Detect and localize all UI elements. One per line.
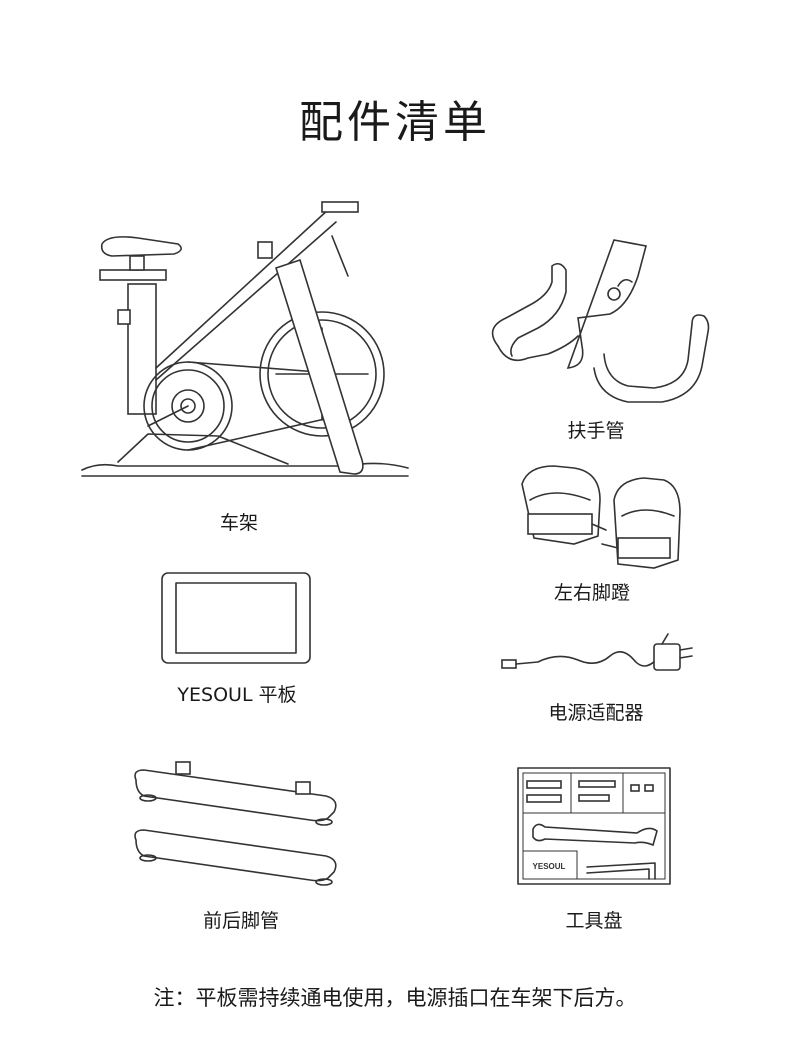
handlebar-label: 扶手管: [567, 420, 625, 442]
pedals-label: 左右脚蹬: [553, 582, 630, 604]
toolkit-label: 工具盘: [565, 910, 623, 932]
toolkit-logo: YESOUL: [533, 862, 566, 871]
frame-label: 车架: [219, 512, 258, 534]
tool-tray-illustration: YESOUL: [517, 767, 671, 885]
handlebar-illustration: [491, 239, 710, 403]
feet-label: 前后脚管: [202, 910, 279, 932]
tablet-label: YESOUL 平板: [177, 684, 297, 706]
power-adapter-illustration: [501, 633, 693, 671]
pedals-illustration: [521, 465, 681, 569]
bike-frame-illustration: [81, 201, 409, 477]
adapter-label: 电源适配器: [548, 702, 644, 724]
feet-tubes-illustration: [134, 761, 337, 886]
page-title: 配件清单: [299, 97, 491, 148]
tablet-illustration: [161, 572, 311, 664]
note-text: 注：平板需持续通电使用，电源插口在车架下后方。: [153, 986, 637, 1010]
